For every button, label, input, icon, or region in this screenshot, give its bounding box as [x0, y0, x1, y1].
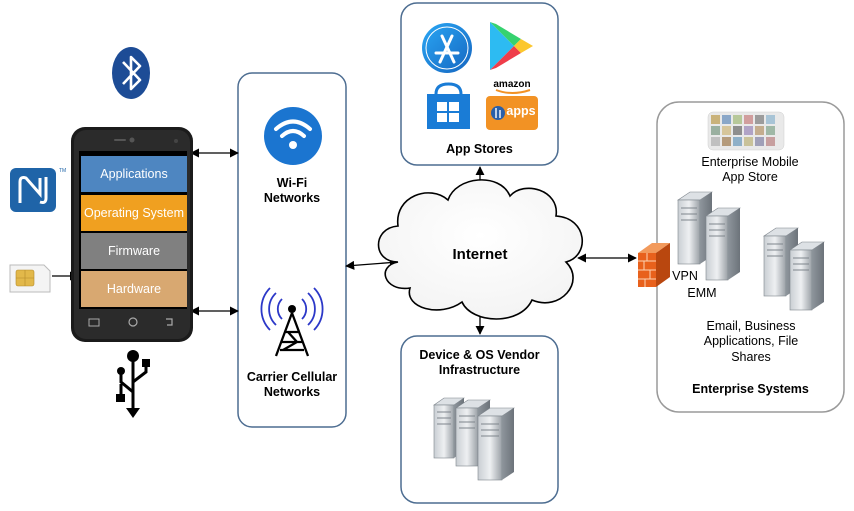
amazon-apps-text: apps [506, 104, 536, 118]
server-icon-enterprise [677, 191, 825, 311]
cellular-networks-label: Carrier Cellular Networks [246, 370, 338, 400]
internet-label: Internet [452, 246, 508, 263]
layer-applications: Applications [81, 156, 187, 192]
cell-tower-icon [260, 287, 324, 357]
vpn-label: VPN [672, 269, 698, 283]
layer-hardware: Hardware [81, 271, 187, 307]
svg-text:TM: TM [59, 168, 66, 174]
layer-operating-system: Operating System [81, 195, 187, 231]
enterprise-store-image [707, 111, 785, 151]
nfc-icon: TM [10, 168, 66, 212]
usb-icon [116, 350, 150, 418]
enterprise-apps-label: Email, Business Applications, File Share… [703, 319, 799, 364]
server-icon-vendor [433, 397, 515, 481]
bluetooth-icon [112, 47, 150, 99]
google-play-icon [490, 22, 533, 70]
enterprise-systems-label: Enterprise Systems [692, 382, 809, 396]
wifi-networks-label: Wi-Fi Networks [263, 176, 321, 206]
app-store-icon [422, 23, 472, 73]
emm-label: EMM [687, 286, 717, 300]
amazon-wordmark: amazon [493, 79, 531, 90]
networks-panel [237, 72, 347, 428]
layer-firmware: Firmware [81, 233, 187, 269]
app-stores-label: App Stores [446, 142, 513, 156]
vendor-infrastructure-label: Device & OS Vendor Infrastructure [419, 348, 540, 378]
amazon-apps-icon [484, 79, 540, 131]
cloud-icon [377, 179, 583, 320]
wifi-icon [264, 107, 322, 165]
sim-card-icon [9, 264, 51, 293]
connector-networks-internet [345, 258, 399, 270]
windows-store-icon [427, 82, 470, 129]
enterprise-store-label: Enterprise Mobile App Store [701, 155, 799, 185]
firewall-icon [638, 243, 670, 287]
